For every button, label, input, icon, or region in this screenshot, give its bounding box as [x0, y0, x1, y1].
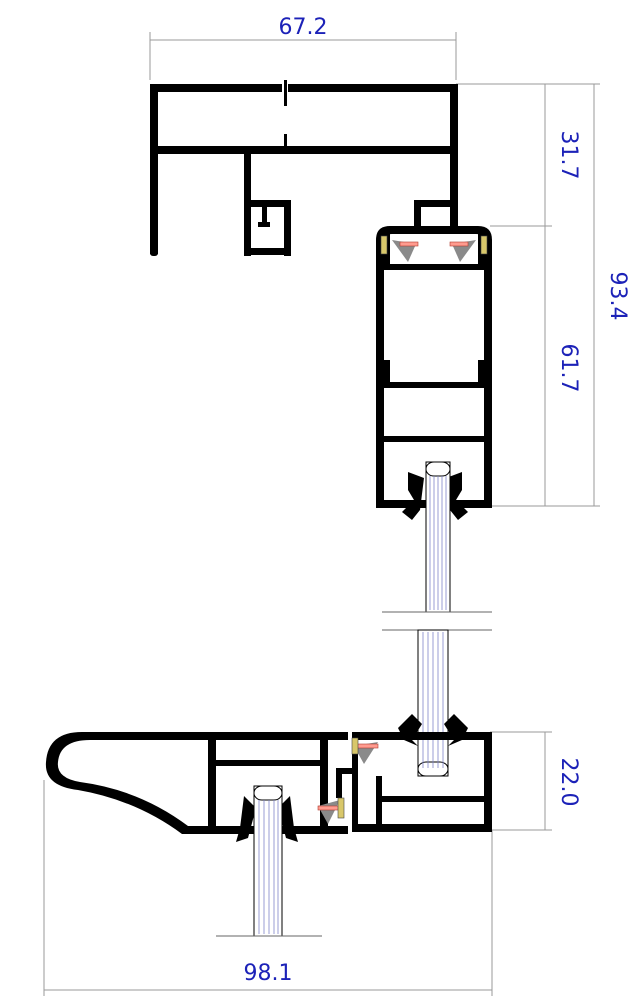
sill-profile: [45, 714, 492, 842]
upper-glass-pane: [382, 461, 492, 613]
head-frame-profile: [150, 80, 458, 256]
dimension-lines: [43, 32, 600, 996]
sash-profile: [376, 226, 492, 520]
dim-upper-height: 31.7: [556, 131, 581, 180]
dim-total-height: 93.4: [605, 272, 630, 321]
dim-sill-height: 22.0: [556, 758, 581, 807]
bottom-glass-pane: [216, 785, 322, 937]
dim-sash-height: 61.7: [556, 344, 581, 393]
dim-bottom-width: 98.1: [244, 961, 293, 986]
dim-top-width: 67.2: [279, 15, 328, 40]
lower-glass-pane: [382, 629, 492, 777]
